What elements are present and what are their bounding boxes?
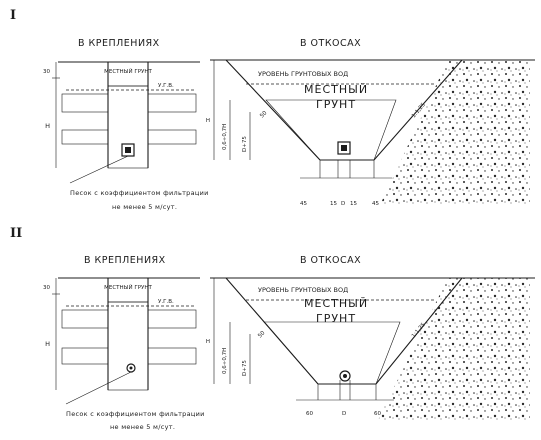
panel-2: II В КРЕПЛЕНИЯХ В ОТКОСАХ МЕСТНЫЙ ГРУНТ … bbox=[10, 226, 535, 431]
right-view-title: В ОТКОСАХ bbox=[300, 255, 361, 266]
leader-line bbox=[65, 371, 132, 405]
local-soil-label: МЕСТНЫЙ bbox=[304, 297, 368, 310]
drain-pipe-core bbox=[343, 374, 347, 378]
caption-line-2: не менее 5 м/сут. bbox=[110, 423, 175, 431]
dim-side-label: Н bbox=[45, 340, 50, 348]
soil-layer bbox=[147, 93, 197, 113]
caption-line-1: Песок с коэффициентом фильтрации bbox=[70, 189, 209, 197]
dim-d-label: D+75 bbox=[242, 360, 248, 376]
bottom-dim: D bbox=[341, 201, 345, 207]
bottom-dim: 60 bbox=[306, 411, 313, 417]
bottom-dim: 15 bbox=[350, 201, 357, 207]
dim-h-label: Н bbox=[206, 339, 210, 345]
local-soil-label: МЕСТНЫЙ ГРУНТ bbox=[104, 68, 152, 75]
dim-d-label: D+75 bbox=[242, 136, 248, 152]
trench-in-slopes: УРОВЕНЬ ГРУНТОВЫХ ВОД МЕСТНЫЙ ГРУНТ 1:1,… bbox=[206, 59, 535, 207]
dim-depth-label: 0,6÷0,7Н bbox=[222, 348, 228, 374]
slope-right bbox=[375, 277, 463, 385]
trench-in-shoring: МЕСТНЫЙ ГРУНТ У.Г.В. 30 Н bbox=[43, 61, 200, 184]
sand-fill bbox=[263, 321, 401, 385]
panel-numeral: I bbox=[10, 8, 16, 23]
bottom-dim: 15 bbox=[330, 201, 337, 207]
dim-small-label: 50 bbox=[259, 110, 269, 120]
dim-side-label: Н bbox=[45, 122, 50, 130]
soil-layer bbox=[61, 309, 109, 329]
soil-layer bbox=[61, 93, 109, 113]
trench-in-shoring: МЕСТНЫЙ ГРУНТ У.Г.В. 30 Н bbox=[43, 277, 200, 405]
local-soil-box bbox=[107, 277, 149, 303]
soil-layer bbox=[61, 129, 109, 145]
local-soil-label: МЕСТНЫЙ ГРУНТ bbox=[104, 284, 152, 291]
dim-depth-label: 0,6÷0,7Н bbox=[222, 124, 228, 150]
slope-left bbox=[225, 59, 321, 161]
caption-line-2: не менее 5 м/сут. bbox=[112, 203, 177, 211]
bottom-dim: D bbox=[342, 411, 346, 417]
sand-fill bbox=[107, 301, 149, 391]
bottom-dim: 45 bbox=[372, 201, 379, 207]
bottom-dim: 60 bbox=[374, 411, 381, 417]
left-view-title: В КРЕПЛЕНИЯХ bbox=[78, 38, 160, 49]
local-soil-label: ГРУНТ bbox=[316, 98, 356, 111]
dim-h-label: Н bbox=[206, 118, 210, 124]
groundwater-mark: У.Г.В. bbox=[158, 83, 174, 89]
groundwater-mark: У.Г.В. bbox=[158, 299, 174, 305]
panel-1: I В КРЕПЛЕНИЯХ В ОТКОСАХ МЕСТНЫЙ ГРУНТ У… bbox=[10, 8, 535, 211]
left-view-title: В КРЕПЛЕНИЯХ bbox=[84, 255, 166, 266]
soil-layer bbox=[61, 347, 109, 365]
bottom-dim: 45 bbox=[300, 201, 307, 207]
trench-in-slopes: УРОВЕНЬ ГРУНТОВЫХ ВОД МЕСТНЫЙ ГРУНТ 1:1,… bbox=[206, 277, 535, 420]
gravel-zone bbox=[378, 278, 530, 420]
soil-layer bbox=[147, 347, 197, 365]
slope-right bbox=[373, 59, 463, 161]
local-soil-box bbox=[107, 61, 149, 87]
groundwater-label: УРОВЕНЬ ГРУНТОВЫХ ВОД bbox=[258, 70, 348, 78]
local-soil-label: ГРУНТ bbox=[316, 312, 356, 325]
caption-line-1: Песок с коэффициентом фильтрации bbox=[66, 410, 205, 418]
drain-pipe-core bbox=[341, 145, 347, 151]
panel-numeral: II bbox=[10, 226, 22, 241]
drain-pipe-core bbox=[125, 147, 131, 153]
dim-small-label: 50 bbox=[257, 330, 267, 340]
soil-layer bbox=[147, 129, 197, 145]
groundwater-label: УРОВЕНЬ ГРУНТОВЫХ ВОД bbox=[258, 286, 348, 294]
gravel-zone bbox=[380, 60, 530, 205]
right-view-title: В ОТКОСАХ bbox=[300, 38, 361, 49]
soil-layer bbox=[147, 309, 197, 329]
dim-top-label: 30 bbox=[43, 69, 50, 75]
local-soil-label: МЕСТНЫЙ bbox=[304, 83, 368, 96]
drain-pipe-core bbox=[129, 366, 133, 370]
dim-top-label: 30 bbox=[43, 285, 50, 291]
leader-line bbox=[69, 155, 129, 184]
